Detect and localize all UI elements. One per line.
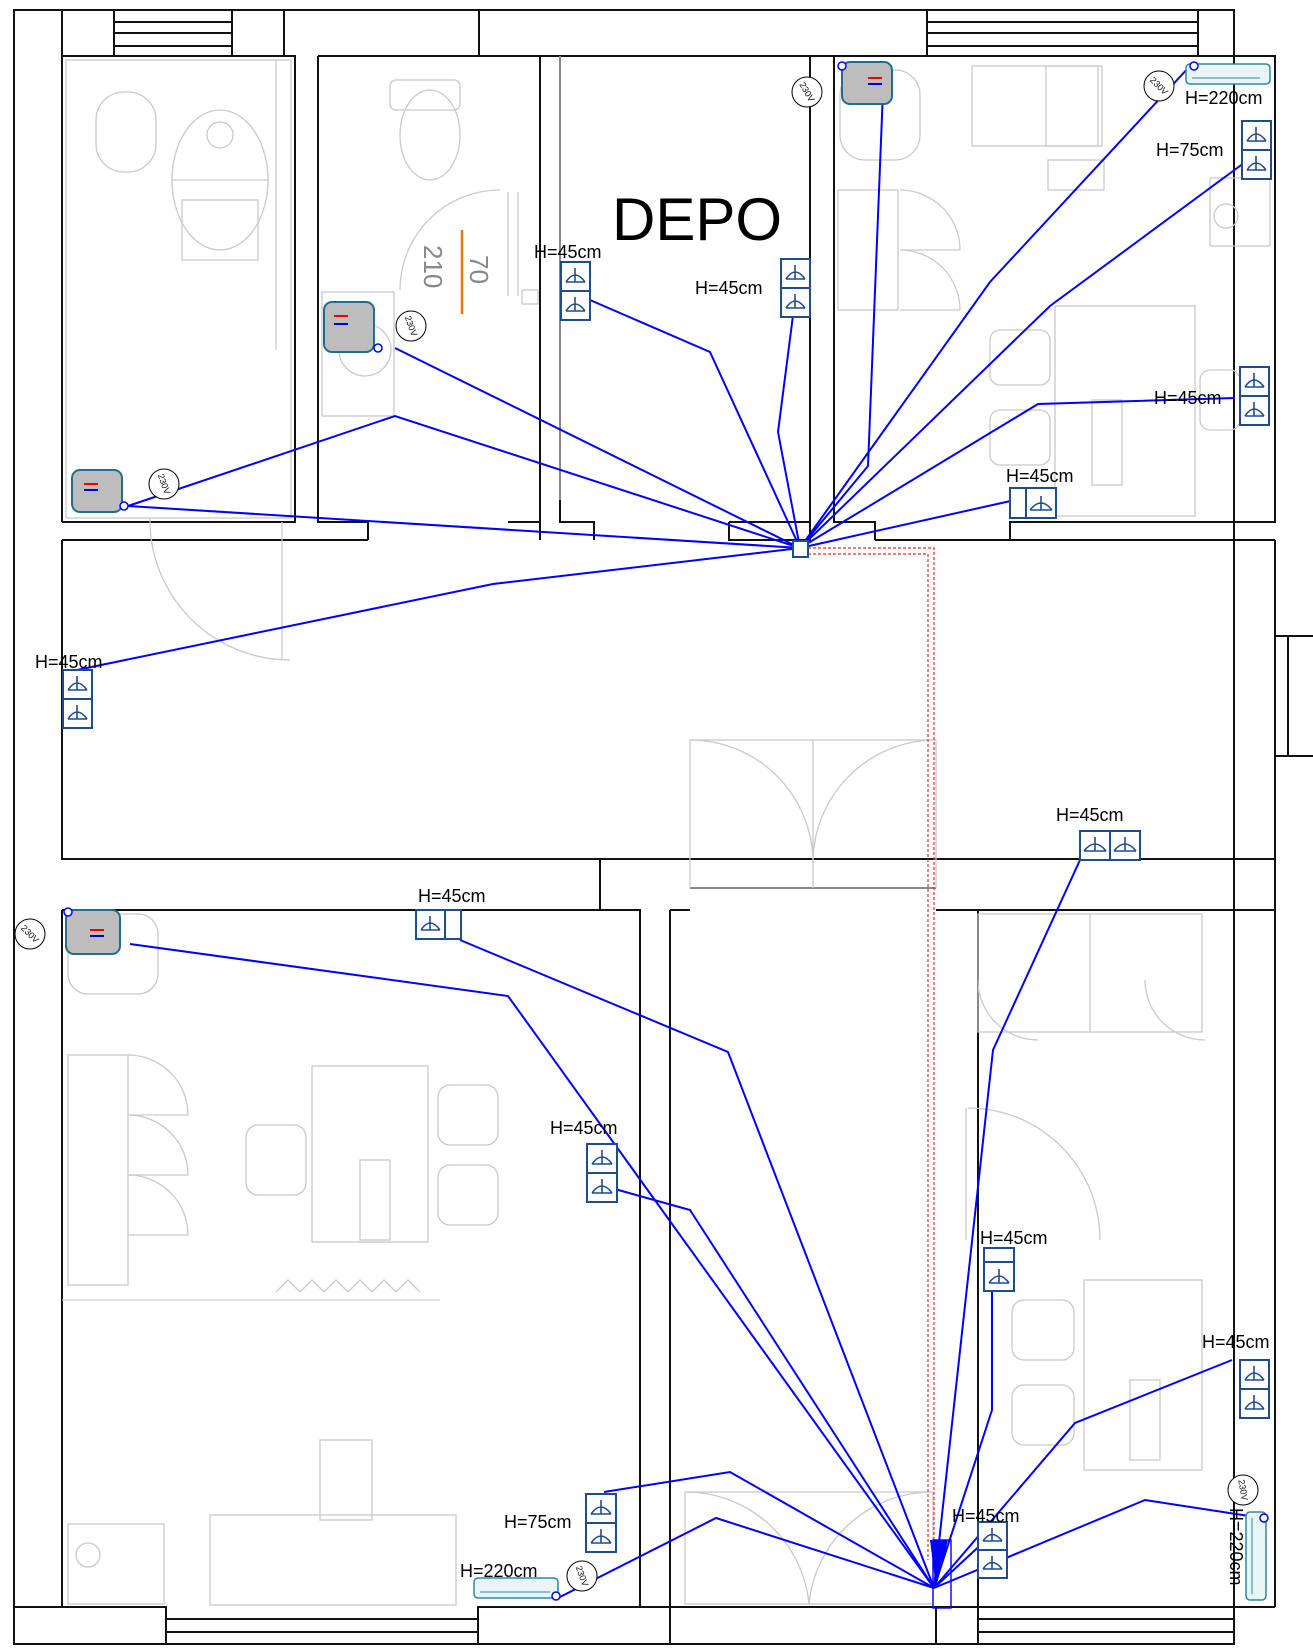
socket-height-label: H=45cm <box>1056 805 1124 825</box>
main-conduit <box>808 547 935 1560</box>
socket-height-label: H=45cm <box>35 652 103 672</box>
socket-icon <box>1241 120 1272 180</box>
heater-connector-icon <box>119 501 129 511</box>
socket-icon <box>415 909 462 940</box>
socket-icon <box>1239 366 1270 426</box>
ac-unit-icon <box>1185 63 1271 85</box>
socket-icon <box>1079 830 1141 861</box>
socket-height-label: H=45cm <box>695 278 763 298</box>
ac-unit-icon <box>1245 1511 1267 1601</box>
socket-icon <box>1009 487 1057 519</box>
top-junction-box <box>792 540 809 558</box>
room-title: DEPO <box>612 186 782 253</box>
socket-icon <box>983 1247 1015 1292</box>
labels: DEPO 210 70 H=220cm H=220cm H=220cm H=45… <box>35 88 1270 1586</box>
socket-height-label: H=45cm <box>418 886 486 906</box>
socket-height-label: H=45cm <box>980 1228 1048 1248</box>
wiring <box>76 65 1263 1609</box>
socket-icon <box>560 261 591 321</box>
socket-icon <box>62 669 93 729</box>
ac-height-label: H=220cm <box>1185 88 1263 108</box>
socket-icon <box>1239 1359 1270 1419</box>
socket-height-label: H=45cm <box>1202 1332 1270 1352</box>
ac-height-label: H=220cm <box>1226 1508 1246 1586</box>
socket-height-label: H=45cm <box>1006 466 1074 486</box>
socket-icon <box>780 258 811 318</box>
walls <box>13 9 1313 1645</box>
voltage-markers: 230V 230V 230V 230V 230V 230V 230V <box>14 70 1259 1592</box>
door-width-dim: 70 <box>464 255 494 284</box>
socket-height-label: H=45cm <box>1154 388 1222 408</box>
socket-height-label: H=75cm <box>1156 140 1224 160</box>
socket-icon <box>585 1493 617 1553</box>
voltage-label: 230V <box>1236 1479 1250 1501</box>
heaters <box>63 61 893 955</box>
socket-icon <box>977 1521 1008 1579</box>
socket-height-label: H=45cm <box>534 242 602 262</box>
socket-height-label: H=75cm <box>504 1512 572 1532</box>
ac-units <box>473 61 1271 1601</box>
ac-unit-icon <box>473 1577 559 1599</box>
door-height-dim: 210 <box>418 245 448 288</box>
socket-height-label: H=45cm <box>952 1506 1020 1526</box>
socket-height-label: H=45cm <box>550 1118 618 1138</box>
socket-icon <box>586 1143 618 1203</box>
ac-height-label: H=220cm <box>460 1561 538 1581</box>
sockets <box>62 120 1272 1579</box>
